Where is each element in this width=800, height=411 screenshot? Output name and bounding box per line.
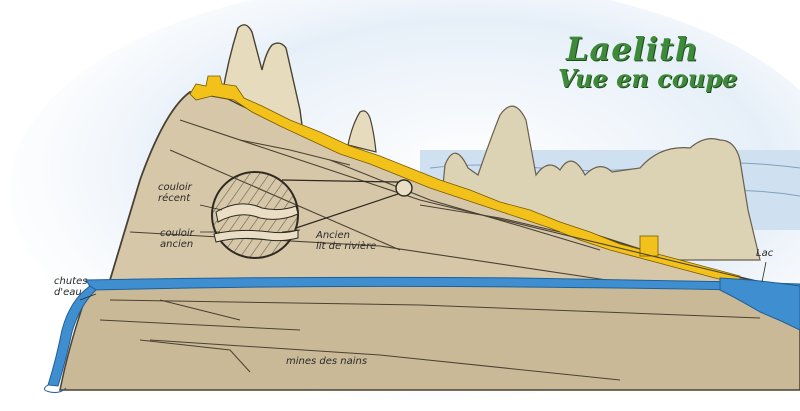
map-title: Laelith — [566, 30, 699, 68]
target-circle — [396, 180, 412, 196]
label-lac: Lac — [756, 248, 773, 259]
label-chutes-line1: chutes — [54, 276, 87, 287]
lake-tower — [640, 236, 658, 256]
label-chutes-eau: chutes d'eau — [54, 276, 87, 298]
label-ancien-lit-line1: Ancien — [316, 230, 376, 241]
label-mines: mines des nains — [286, 356, 367, 367]
map-subtitle: Vue en coupe — [558, 64, 737, 93]
label-ancien-lit: Ancien lit de rivière — [316, 230, 376, 252]
label-couloir-recent-line1: couloir — [158, 182, 192, 193]
label-couloir-ancien: couloir ancien — [160, 228, 194, 250]
label-couloir-recent-line2: récent — [158, 193, 192, 204]
label-couloir-ancien-line2: ancien — [160, 239, 194, 250]
label-chutes-line2: d'eau — [54, 287, 87, 298]
label-couloir-recent: couloir récent — [158, 182, 192, 204]
label-ancien-lit-line2: lit de rivière — [316, 241, 376, 252]
label-couloir-ancien-line1: couloir — [160, 228, 194, 239]
